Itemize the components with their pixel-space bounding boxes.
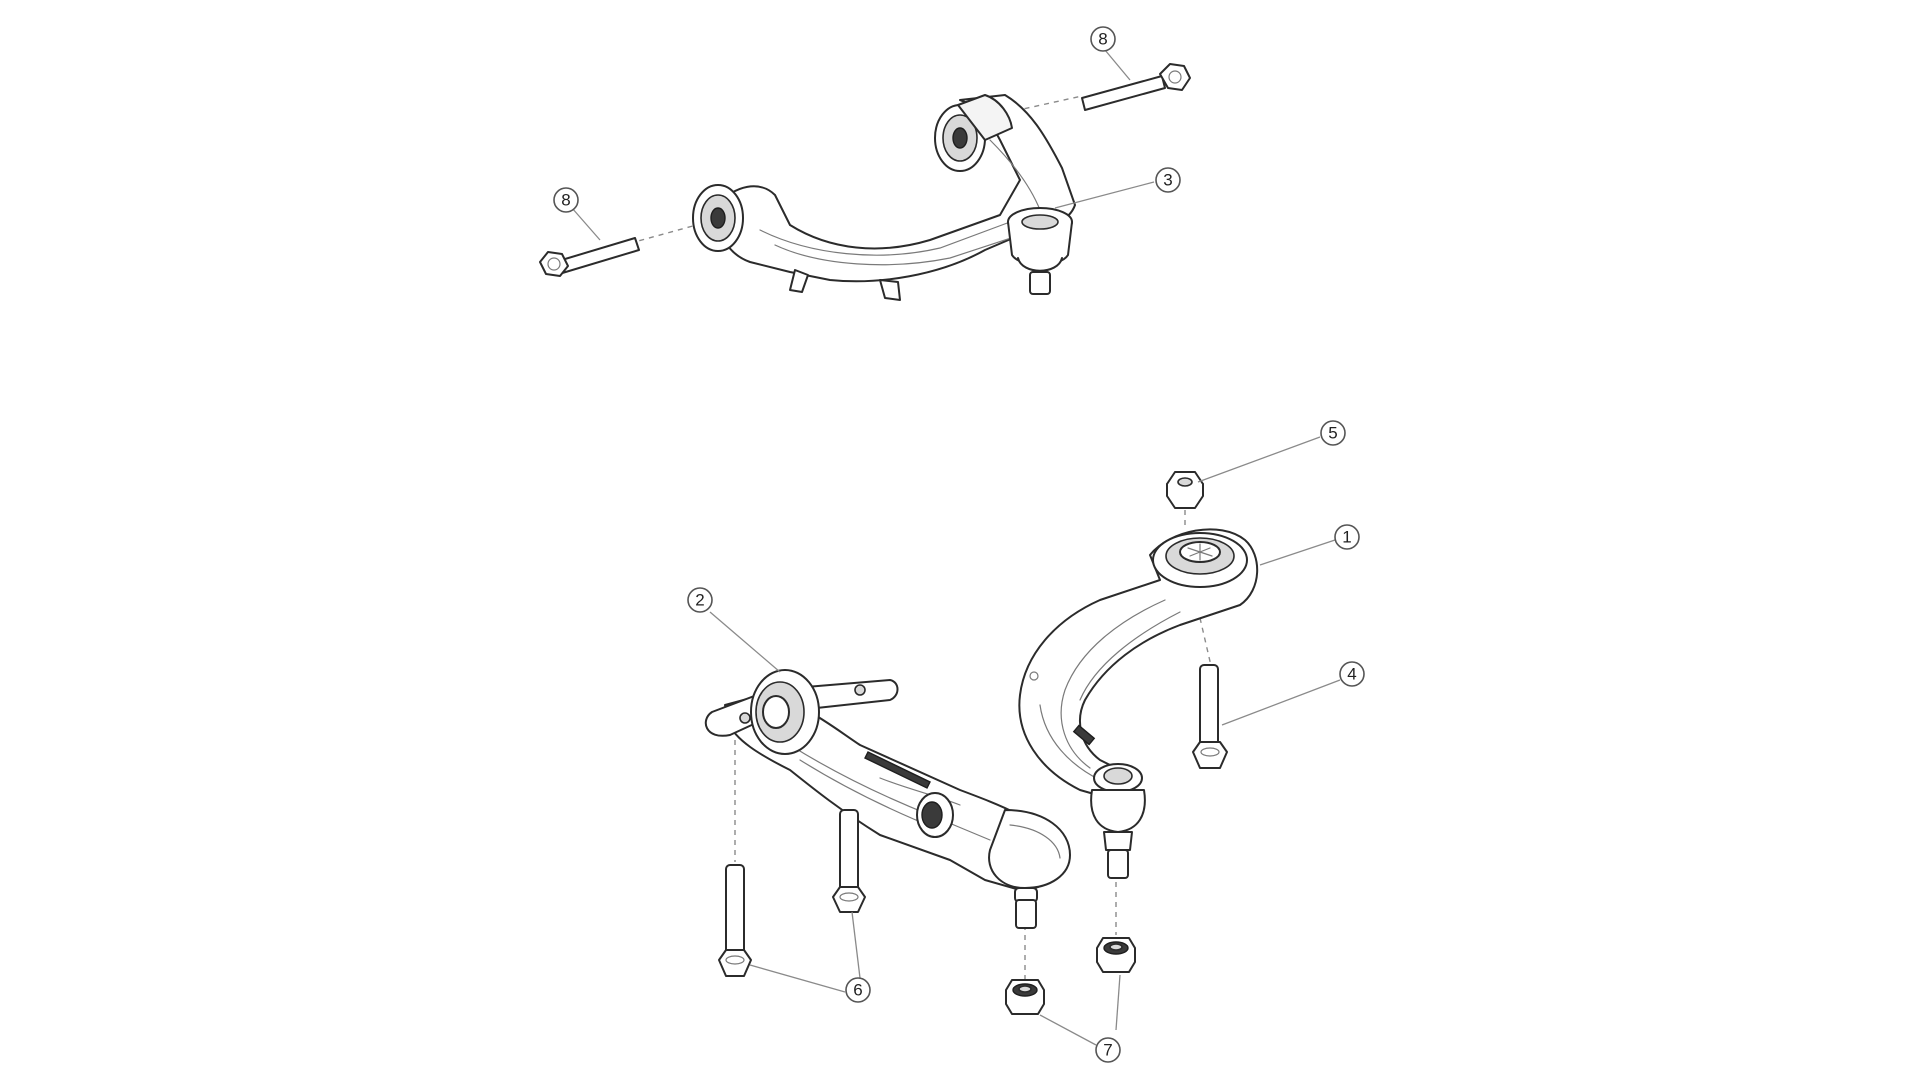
callout-3: 3 <box>1155 167 1181 193</box>
callout-label: 4 <box>1347 665 1356 684</box>
lower-straight-control-arm-assembly <box>704 669 1071 1015</box>
upper-right-pivot-bolt <box>1081 63 1191 111</box>
arm1-bolt-axis <box>1199 617 1213 671</box>
upper-left-pivot-bolt <box>539 237 640 277</box>
arm2-ball-joint <box>988 809 1071 929</box>
straight-control-arm <box>704 669 1060 891</box>
arm2-rear-bolt <box>718 864 752 977</box>
callout-label: 3 <box>1163 171 1172 190</box>
upper-control-arm <box>692 94 1076 301</box>
leader-8-right <box>1104 49 1131 81</box>
arm1-ball-joint <box>1090 763 1146 879</box>
leader-2 <box>709 611 781 673</box>
callout-label: 5 <box>1328 424 1337 443</box>
callout-6: 6 <box>845 977 871 1003</box>
leader-8-left <box>571 207 601 241</box>
arm1-pivot-bolt <box>1192 664 1228 769</box>
callout-label: 7 <box>1103 1041 1112 1060</box>
callout-1: 1 <box>1334 524 1360 550</box>
callout-5: 5 <box>1320 420 1346 446</box>
callout-label: 6 <box>853 981 862 1000</box>
callouts: 8 8 3 5 1 2 4 6 <box>553 26 1365 1063</box>
leader-6-a <box>749 964 846 993</box>
upper-ball-joint <box>1007 207 1073 295</box>
callout-label: 2 <box>695 591 704 610</box>
arm1-balljoint-nut <box>1096 937 1136 973</box>
leader-lines <box>571 49 1341 1046</box>
arm2-front-bolt <box>832 809 866 913</box>
callout-4: 4 <box>1339 661 1365 687</box>
arm2-balljoint-nut <box>1005 979 1045 1015</box>
callout-label: 1 <box>1342 528 1351 547</box>
leader-5 <box>1197 436 1321 483</box>
leader-7-b <box>1115 974 1121 1031</box>
lower-curved-control-arm-assembly <box>1018 471 1259 973</box>
leader-7-a <box>1039 1014 1097 1046</box>
callout-7: 7 <box>1095 1037 1121 1063</box>
leader-6-b <box>851 911 861 979</box>
arm1-top-nut <box>1166 471 1204 509</box>
callout-8-right: 8 <box>1090 26 1116 52</box>
leader-4 <box>1221 679 1341 726</box>
callout-label: 8 <box>561 191 570 210</box>
callout-label: 8 <box>1098 30 1107 49</box>
upper-control-arm-assembly <box>539 63 1191 301</box>
callout-8-left: 8 <box>553 187 579 213</box>
callout-2: 2 <box>687 587 713 613</box>
leader-3 <box>1054 181 1155 209</box>
leader-1 <box>1259 539 1336 566</box>
curved-control-arm <box>1018 528 1259 801</box>
